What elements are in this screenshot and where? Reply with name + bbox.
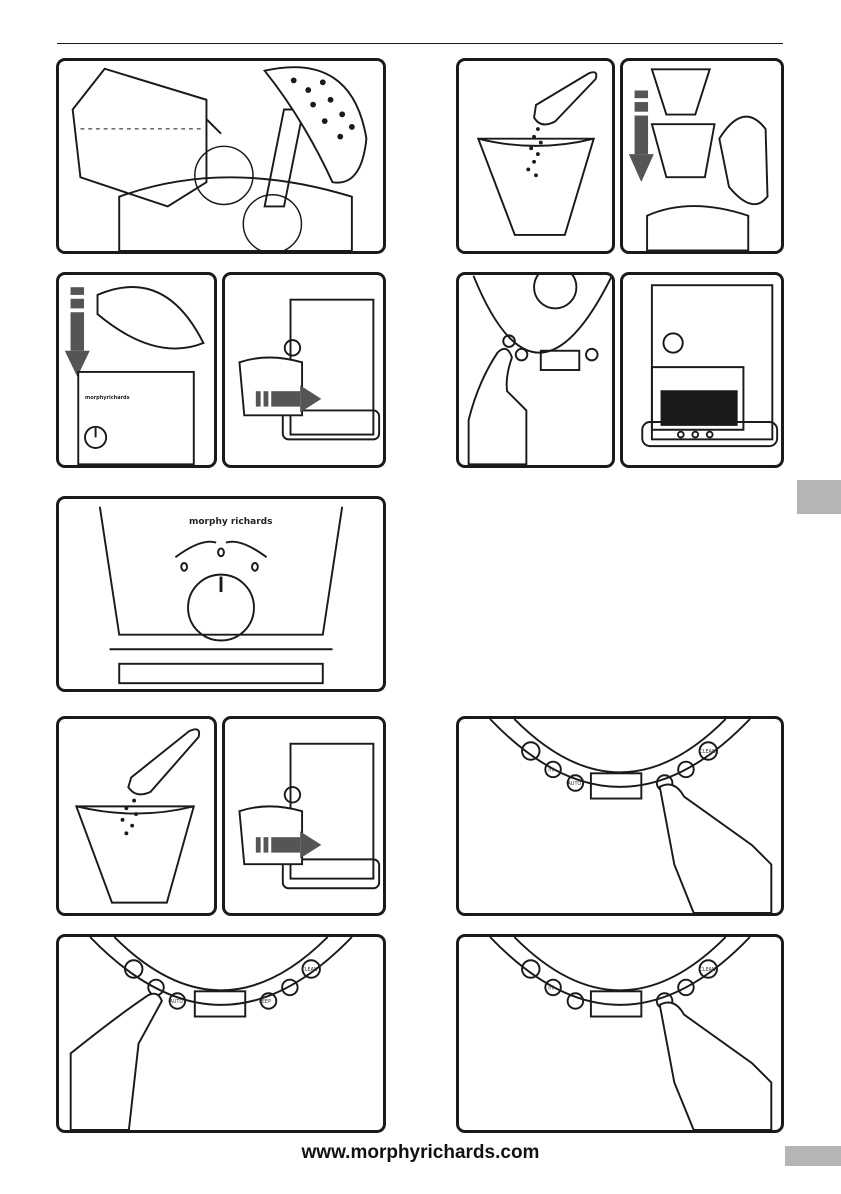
step-press-keep-panel: ml AUTO CLEAN xyxy=(456,716,784,916)
step-press-power-panel xyxy=(456,272,615,468)
step-insert-filter-panel xyxy=(620,58,784,254)
label-clean-2: CLEAN xyxy=(301,967,317,973)
step-insert-jug-panel xyxy=(222,272,386,468)
brand-wordmark: morphy richards xyxy=(189,517,272,527)
step-fill-water-panel xyxy=(56,58,386,254)
strength-dial-panel: morphy richards xyxy=(56,496,386,692)
step-press-keep-2-panel: ml CLEAN xyxy=(456,934,784,1133)
label-keep: KEEP xyxy=(259,999,271,1005)
label-clean: CLEAN xyxy=(700,749,716,755)
label-auto: AUTO xyxy=(568,781,582,787)
label-clean-3: CLEAN xyxy=(700,967,716,973)
section-tab-marker xyxy=(797,480,841,514)
step-close-lid-panel: morphyrichards xyxy=(56,272,217,468)
header-rule xyxy=(57,43,783,44)
brand-label: morphyrichards xyxy=(85,395,130,401)
footer-url[interactable]: www.morphyrichards.com xyxy=(0,1142,841,1164)
step-add-coffee-2-panel xyxy=(56,716,217,916)
step-insert-jug-2-panel xyxy=(222,716,386,916)
step-add-coffee-panel xyxy=(456,58,615,254)
label-ml-2: ml xyxy=(548,985,554,991)
label-ml: ml xyxy=(548,767,554,773)
step-press-ml-panel: AUTO KEEP CLEAN xyxy=(56,934,386,1133)
label-auto-2: AUTO xyxy=(170,999,184,1005)
step-brewed-panel xyxy=(620,272,784,468)
